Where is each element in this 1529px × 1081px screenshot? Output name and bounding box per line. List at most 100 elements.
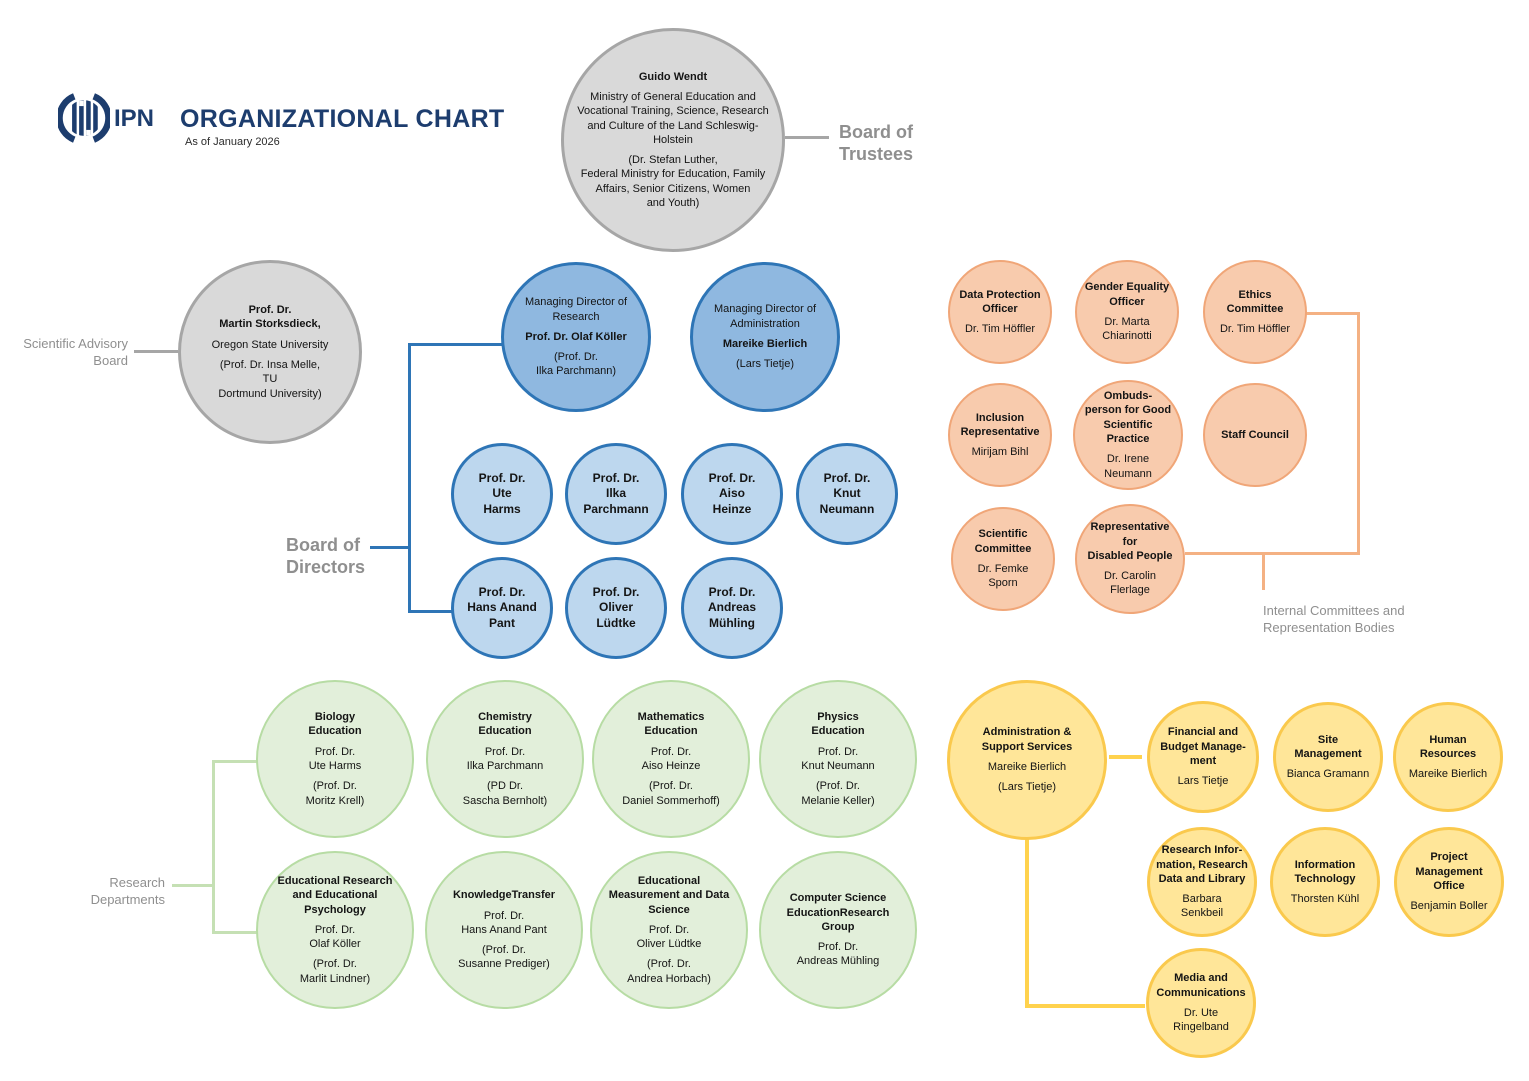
node-title: Financial and Budget Manage- ment (1160, 726, 1246, 767)
label-research-departments: Research Departments (90, 875, 165, 907)
node-deputy: (Prof. Dr. Susanne Prediger) (458, 944, 550, 971)
node-project-management-office: Project Management Office Benjamin Bolle… (1394, 827, 1504, 937)
node-computer-science-education: Computer Science EducationResearch Group… (759, 851, 917, 1009)
node-deputy: (Prof. Dr. Daniel Sommerhoff) (622, 780, 720, 807)
node-human-resources: Human Resources Mareike Bierlich (1393, 702, 1503, 812)
connector-admin-vertical (1025, 836, 1029, 1008)
node-lead: Prof. Dr. Olaf Köller (309, 923, 361, 951)
node-representative-disabled-people: Representative for Disabled People Dr. C… (1075, 504, 1185, 614)
node-person: Dr. Marta Chiarinotti (1102, 316, 1152, 343)
node-title: Human Resources (1419, 733, 1477, 760)
node-lead: Prof. Dr. Ilka Parchmann (466, 745, 544, 772)
node-financial-budget-management: Financial and Budget Manage- ment Lars T… (1147, 701, 1259, 813)
label-scientific-advisory-board: Scientific Advisory Board (23, 336, 128, 368)
node-information-technology: Information Technology Thorsten Kühl (1270, 827, 1380, 937)
node-name: Mareike Bierlich (987, 761, 1067, 773)
connector-committees-horizontal (1185, 552, 1360, 555)
connector-directors-bottom (408, 610, 453, 613)
node-deputy: (PD Dr. Sascha Bernholt) (462, 780, 548, 807)
node-person: Thorsten Kühl (1290, 893, 1360, 906)
node-staff-council: Staff Council (1203, 383, 1307, 487)
node-data-protection-officer: Data Protection Officer Dr. Tim Höffler (948, 260, 1052, 364)
node-name: Prof. Dr. Martin Storksdieck, (219, 304, 321, 331)
connector-directors-label (370, 546, 408, 549)
node-title: Chemistry Education (478, 711, 532, 738)
connector-committees-label (1262, 552, 1265, 590)
node-title: Scientific Committee (974, 528, 1032, 555)
node-title: Biology Education (308, 711, 362, 738)
node-person: Dr. Carolin Flerlage (1104, 570, 1156, 597)
page-subtitle: As of January 2026 (185, 136, 280, 148)
node-deputy: (Lars Tietje) (735, 358, 795, 371)
node-org: Ministry of General Education and Vocati… (577, 90, 769, 146)
node-research-information-library: Research Infor- mation, Research Data an… (1147, 827, 1257, 937)
node-director-andreas-muehling: Prof. Dr. Andreas Mühling (681, 557, 783, 659)
node-deputy: (Lars Tietje) (997, 781, 1057, 794)
connector-advisory (134, 350, 178, 353)
connector-trustees (785, 136, 829, 139)
node-name: Prof. Dr. Aiso Heinze (708, 470, 756, 516)
node-title: Mathematics Education (637, 711, 705, 738)
node-knowledge-transfer: KnowledgeTransfer Prof. Dr. Hans Anand P… (425, 851, 583, 1009)
node-lead: Prof. Dr. Knut Neumann (801, 745, 875, 772)
node-name: Prof. Dr. Olaf Köller (525, 330, 627, 343)
node-role: Managing Director of Administration (713, 303, 817, 330)
node-ombudsperson: Ombuds- person for Good Scientific Pract… (1073, 380, 1183, 490)
node-title: Project Management Office (1415, 851, 1483, 892)
node-managing-director-research: Managing Director of Research Prof. Dr. … (501, 262, 651, 412)
node-name: Prof. Dr. Oliver Lüdtke (592, 584, 640, 630)
node-deputy: (Prof. Dr. Insa Melle, TU Dortmund Unive… (218, 359, 322, 400)
node-director-aiso-heinze: Prof. Dr. Aiso Heinze (681, 443, 783, 545)
connector-directors-top (408, 343, 504, 346)
node-person: Lars Tietje (1177, 775, 1229, 788)
node-deputy: (Prof. Dr. Moritz Krell) (305, 780, 365, 807)
node-title: Educational Research and Educational Psy… (277, 874, 393, 916)
node-chemistry-education: Chemistry Education Prof. Dr. Ilka Parch… (426, 680, 584, 838)
node-lead: Prof. Dr. Ute Harms (308, 745, 362, 772)
connector-admin-media (1025, 1004, 1145, 1008)
node-title: Representative for Disabled People (1087, 521, 1173, 562)
label-internal-committees: Internal Committees and Representation B… (1263, 603, 1405, 635)
node-title: Ethics Committee (1226, 288, 1284, 315)
node-educational-measurement-data-science: Educational Measurement and Data Science… (590, 851, 748, 1009)
node-lead: Prof. Dr. Hans Anand Pant (461, 909, 547, 936)
connector-research-bottom (212, 931, 258, 934)
node-name: Mareike Bierlich (722, 338, 808, 350)
node-gender-equality-officer: Gender Equality Officer Dr. Marta Chiari… (1075, 260, 1179, 364)
node-title: Research Infor- mation, Research Data an… (1156, 844, 1248, 885)
node-deputy: (Prof. Dr. Andrea Horbach) (627, 958, 711, 985)
node-title: Inclusion Representative (960, 411, 1040, 438)
node-person: Benjamin Boller (1410, 900, 1488, 913)
node-person: Dr. Femke Sporn (977, 563, 1029, 590)
node-deputy: (Prof. Dr. Melanie Keller) (801, 780, 875, 807)
node-org: Oregon State University (211, 338, 329, 351)
node-inclusion-representative: Inclusion Representative Mirijam Bihl (948, 383, 1052, 487)
connector-directors-vertical (408, 343, 411, 613)
node-administration-support-services: Administration & Support Services Mareik… (947, 680, 1107, 840)
node-person: Mareike Bierlich (1408, 768, 1488, 781)
node-person: Barbara Senkbeil (1180, 893, 1224, 920)
node-title: Ombuds- person for Good Scientific Pract… (1084, 390, 1172, 445)
node-title: Site Management (1294, 733, 1362, 760)
node-title: Physics Education (811, 711, 865, 738)
page-title: ORGANIZATIONAL CHART (180, 105, 505, 133)
node-biology-education: Biology Education Prof. Dr. Ute Harms (P… (256, 680, 414, 838)
node-deputy: (Prof. Dr. Ilka Parchmann) (535, 351, 617, 378)
node-title: Educational Measurement and Data Science (608, 874, 730, 916)
node-person: Dr. Ute Ringelband (1173, 1007, 1229, 1034)
label-board-of-trustees: Board of Trustees (839, 122, 914, 164)
node-site-management: Site Management Bianca Gramann (1273, 702, 1383, 812)
node-director-ilka-parchmann: Prof. Dr. Ilka Parchmann (565, 443, 667, 545)
node-person: Mirijam Bihl (971, 446, 1029, 459)
node-director-ute-harms: Prof. Dr. Ute Harms (451, 443, 553, 545)
node-deputy: (Dr. Stefan Luther, Federal Ministry for… (580, 154, 766, 210)
node-trustees-chair: Guido Wendt Ministry of General Educatio… (561, 28, 785, 252)
node-person: Dr. Tim Höffler (1219, 323, 1291, 336)
node-title: Data Protection Officer (959, 288, 1041, 315)
node-deputy: (Prof. Dr. Marlit Lindner) (299, 958, 371, 985)
connector-committees-vertical (1357, 312, 1360, 555)
node-title: Administration & Support Services (981, 726, 1073, 753)
node-person: Dr. Tim Höffler (964, 323, 1036, 336)
node-advisory-chair: Prof. Dr. Martin Storksdieck, Oregon Sta… (178, 260, 362, 444)
